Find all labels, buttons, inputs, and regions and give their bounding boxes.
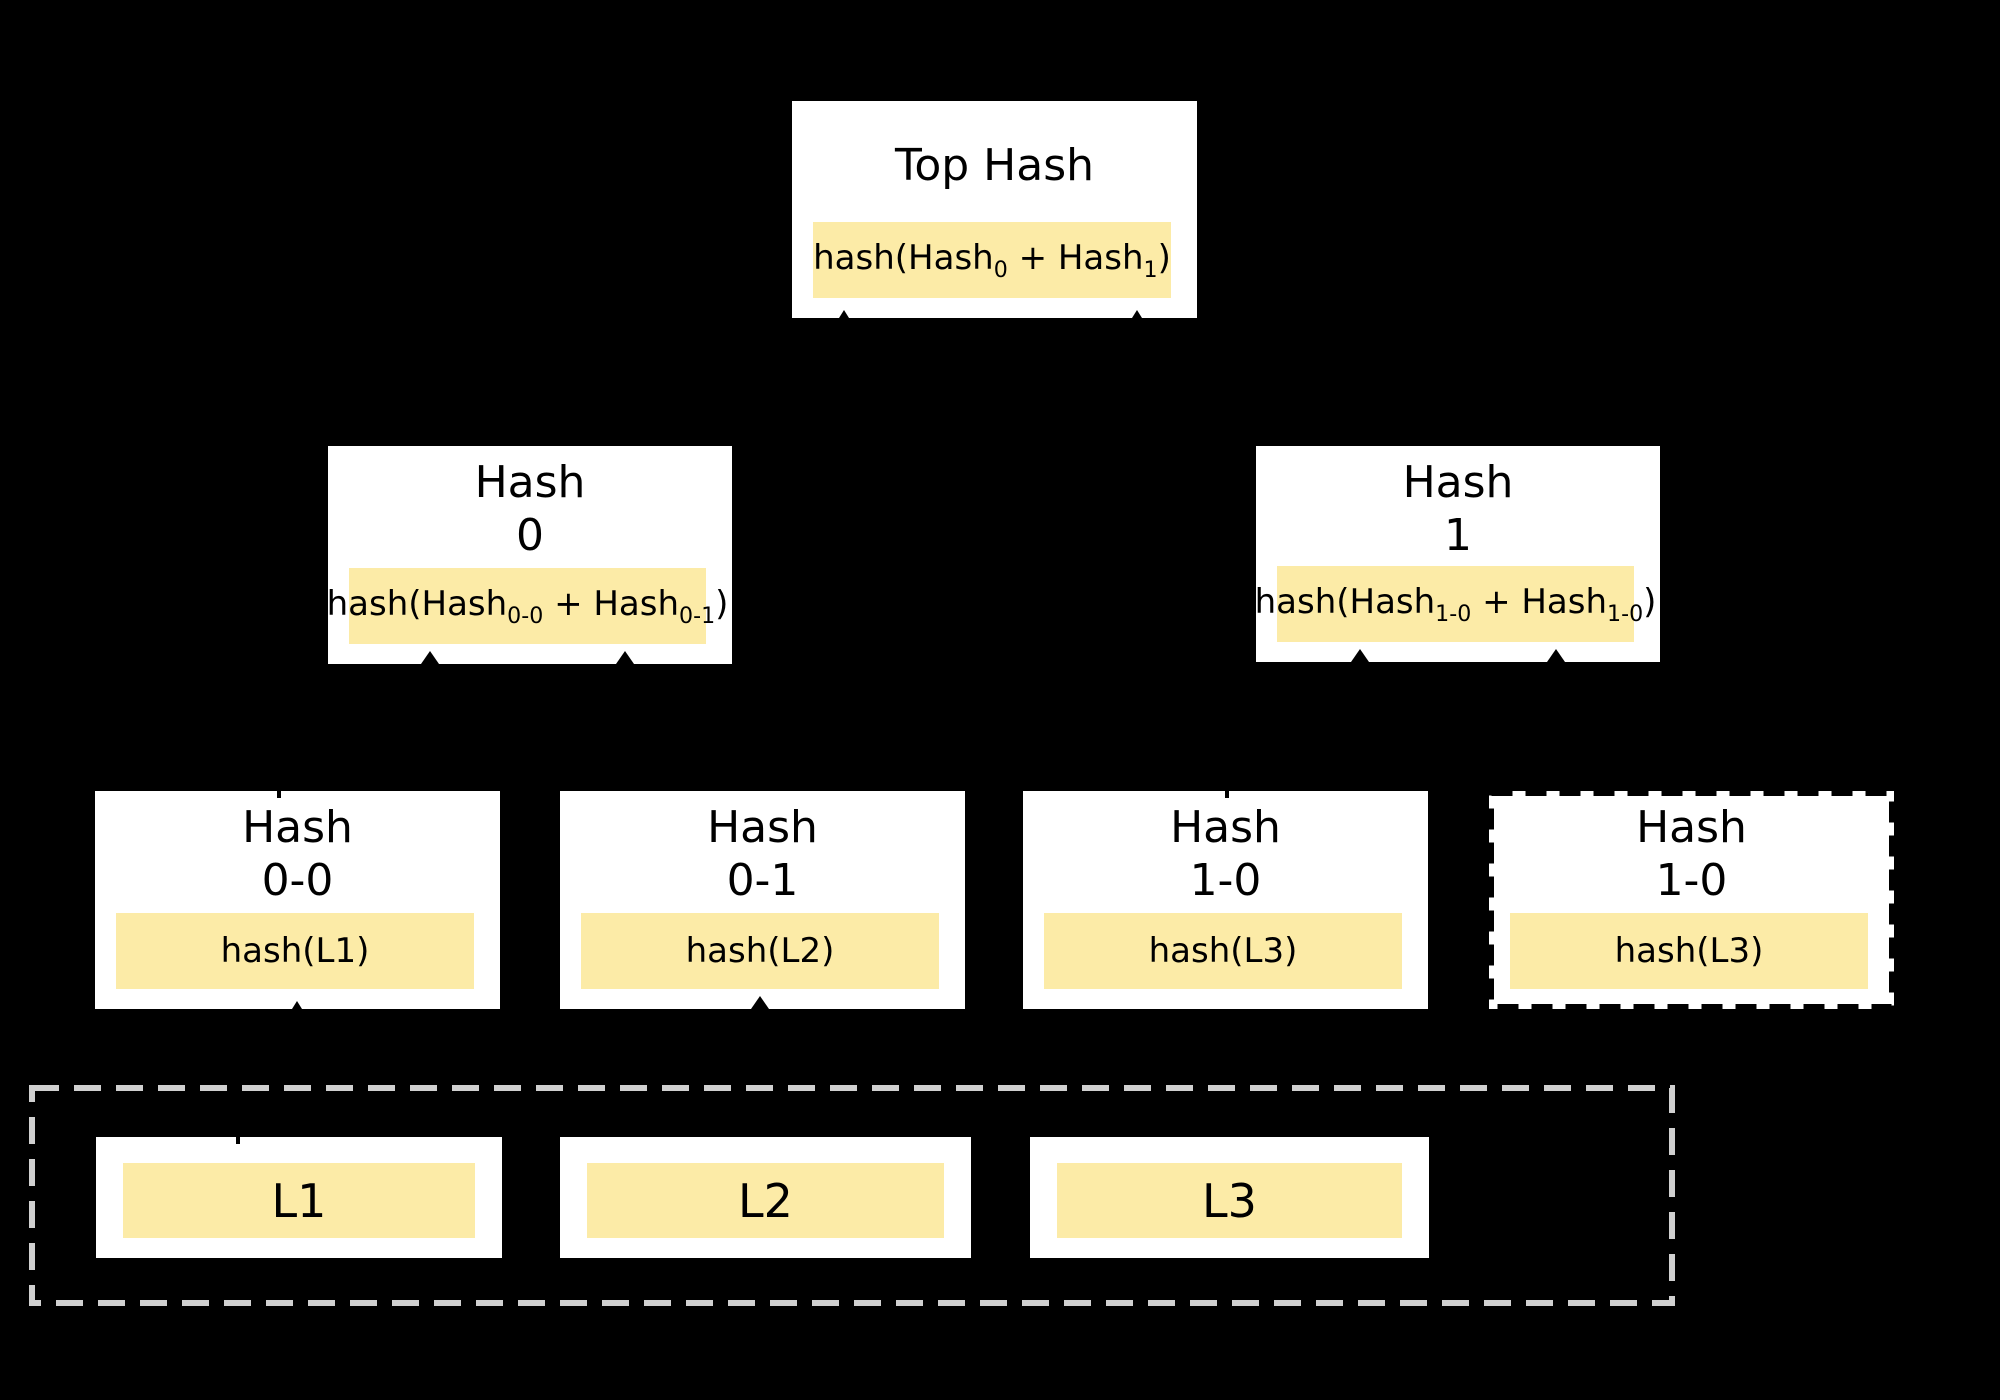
- arrowhead: [616, 651, 634, 664]
- hash-formula: hash(L3): [1614, 931, 1764, 971]
- node-subtitle-line: 1-0: [1189, 855, 1262, 906]
- hash-value-highlight: hash(L2): [581, 913, 939, 989]
- arrow-line-stub: [1225, 791, 1229, 798]
- node-title: Hash 0: [328, 456, 732, 562]
- node-title: Hash 1-0: [1023, 801, 1428, 907]
- arrowhead: [751, 996, 769, 1009]
- hash-formula: hash(Hash0-0 + Hash0-1): [326, 583, 729, 629]
- node-subtitle-line: 1-0: [1655, 855, 1728, 906]
- node-title: Hash 1-0: [1489, 801, 1894, 907]
- node-title-line: Hash: [707, 802, 818, 853]
- arrowhead: [839, 310, 849, 318]
- node-hash-1-0-duplicate: Hash 1-0 hash(L3): [1489, 791, 1894, 1009]
- node-hash-0-0: Hash 0-0 hash(L1): [95, 791, 500, 1009]
- arrowhead: [1547, 649, 1565, 662]
- hash-value-highlight: hash(L3): [1044, 913, 1402, 989]
- hash-value-highlight: hash(Hash1-0 + Hash1-0): [1255, 566, 1656, 642]
- hash-value-highlight: hash(L1): [116, 913, 474, 989]
- hash-formula: hash(Hash1-0 + Hash1-0): [1254, 581, 1657, 627]
- arrowhead: [1351, 649, 1369, 662]
- node-title-line: Hash: [1636, 802, 1747, 853]
- data-block-highlight: L3: [1057, 1163, 1402, 1238]
- hash-formula: hash(Hash0 + Hash1): [813, 237, 1171, 283]
- data-block-highlight: L1: [123, 1163, 475, 1238]
- data-block-label: L1: [271, 1173, 327, 1228]
- node-hash-0-1: Hash 0-1 hash(L2): [560, 791, 965, 1009]
- node-subtitle-line: 0-0: [261, 855, 334, 906]
- arrowhead: [292, 1001, 302, 1009]
- node-title-line: Top Hash: [894, 140, 1095, 191]
- node-hash-1: Hash 1 hash(Hash1-0 + Hash1-0): [1255, 446, 1660, 662]
- hash-formula: hash(L1): [220, 931, 370, 971]
- data-block-label: L3: [1202, 1173, 1257, 1228]
- data-block-l3: L3: [1030, 1137, 1429, 1258]
- data-block-highlight: L2: [587, 1163, 944, 1238]
- node-title: Hash 1: [1256, 456, 1660, 562]
- arrow-line-stub: [236, 1137, 240, 1144]
- hash-value-highlight: hash(L3): [1510, 913, 1868, 989]
- node-title: Top Hash: [792, 139, 1197, 192]
- node-title: Hash 0-0: [95, 801, 500, 907]
- node-subtitle-line: 0: [516, 510, 544, 561]
- node-title-line: Hash: [474, 457, 586, 508]
- data-block-l1: L1: [96, 1137, 502, 1258]
- arrowhead: [421, 651, 439, 664]
- node-hash-0: Hash 0 hash(Hash0-0 + Hash0-1): [327, 446, 732, 664]
- node-title-line: Hash: [1402, 457, 1514, 508]
- node-subtitle-line: 1: [1444, 510, 1472, 561]
- node-title-line: Hash: [1170, 802, 1281, 853]
- node-title-line: Hash: [242, 802, 353, 853]
- arrow-line-stub: [277, 791, 281, 798]
- node-hash-1-0: Hash 1-0 hash(L3): [1023, 791, 1428, 1009]
- hash-formula: hash(L3): [1148, 931, 1298, 971]
- data-blocks-container: [29, 1085, 1675, 1306]
- node-top-hash: Top Hash hash(Hash0 + Hash1): [792, 101, 1197, 318]
- data-block-l2: L2: [560, 1137, 971, 1258]
- arrowhead: [1132, 310, 1142, 318]
- hash-value-highlight: hash(Hash0-0 + Hash0-1): [327, 568, 728, 644]
- dashed-container-border: [29, 1085, 1675, 1306]
- node-title: Hash 0-1: [560, 801, 965, 907]
- hash-formula: hash(L2): [685, 931, 835, 971]
- data-block-label: L2: [738, 1173, 793, 1228]
- node-subtitle-line: 0-1: [726, 855, 799, 906]
- hash-value-highlight: hash(Hash0 + Hash1): [813, 222, 1171, 298]
